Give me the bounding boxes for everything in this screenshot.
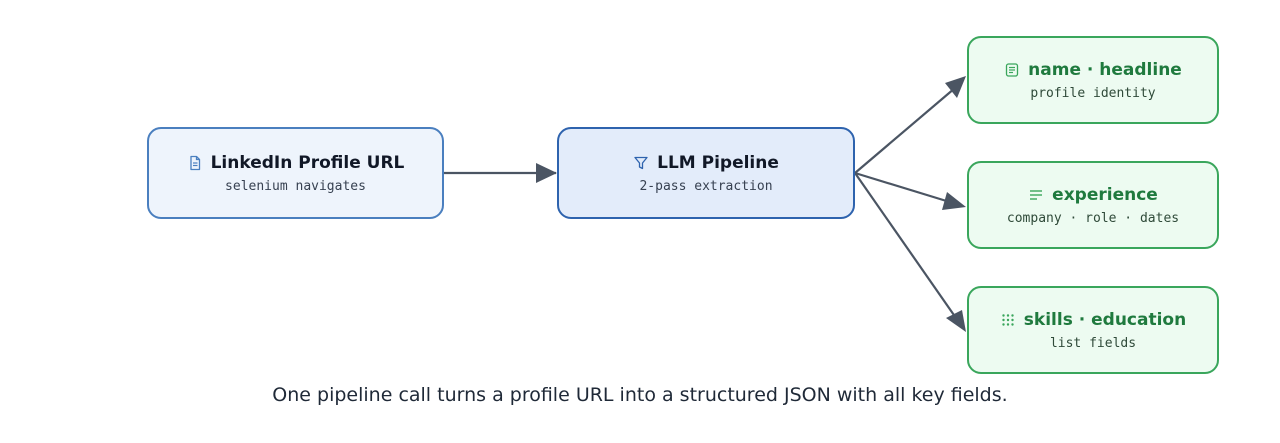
edge-pipeline-to-experience (854, 171, 954, 205)
filter-icon (633, 155, 649, 171)
node-subtitle: profile identity (1030, 85, 1156, 101)
edge-pipeline-to-identity (854, 87, 956, 174)
lines-icon (1028, 187, 1044, 203)
node-title: LLM Pipeline (633, 152, 779, 174)
node-title-text: LLM Pipeline (657, 152, 779, 173)
diagram-caption: One pipeline call turns a profile URL in… (272, 384, 1008, 406)
edge-pipeline-to-identity-head (945, 76, 966, 98)
node-title: LinkedIn Profile URL (187, 152, 405, 174)
node-subtitle: 2-pass extraction (639, 178, 773, 194)
node-title: experience (1028, 184, 1158, 206)
node-subtitle: selenium navigates (225, 178, 366, 194)
grid-dots-icon (1000, 312, 1016, 328)
node-title-text: skills · education (1023, 309, 1187, 330)
document-icon (187, 155, 203, 171)
edge-pipeline-to-skills-head (946, 310, 966, 332)
edge-pipeline-to-experience-head (942, 192, 966, 210)
edge-pipeline-to-skills (854, 172, 957, 319)
card-icon (1004, 62, 1020, 78)
node-title-text: name · headline (1028, 59, 1182, 80)
node-output-identity: name · headline profile identity (967, 36, 1219, 124)
node-title: name · headline (1004, 59, 1182, 81)
node-title-text: LinkedIn Profile URL (210, 152, 405, 173)
node-title-text: experience (1052, 184, 1158, 205)
node-subtitle: company · role · dates (1006, 210, 1180, 226)
node-output-experience: experience company · role · dates (967, 161, 1219, 249)
node-linkedin-profile-url: LinkedIn Profile URL selenium navigates (147, 127, 444, 219)
node-llm-pipeline: LLM Pipeline 2-pass extraction (557, 127, 855, 219)
node-title: skills · education (1000, 309, 1186, 331)
edge-source-to-pipeline-head (536, 163, 557, 183)
node-output-skills: skills · education list fields (967, 286, 1219, 374)
node-subtitle: list fields (1049, 335, 1137, 351)
